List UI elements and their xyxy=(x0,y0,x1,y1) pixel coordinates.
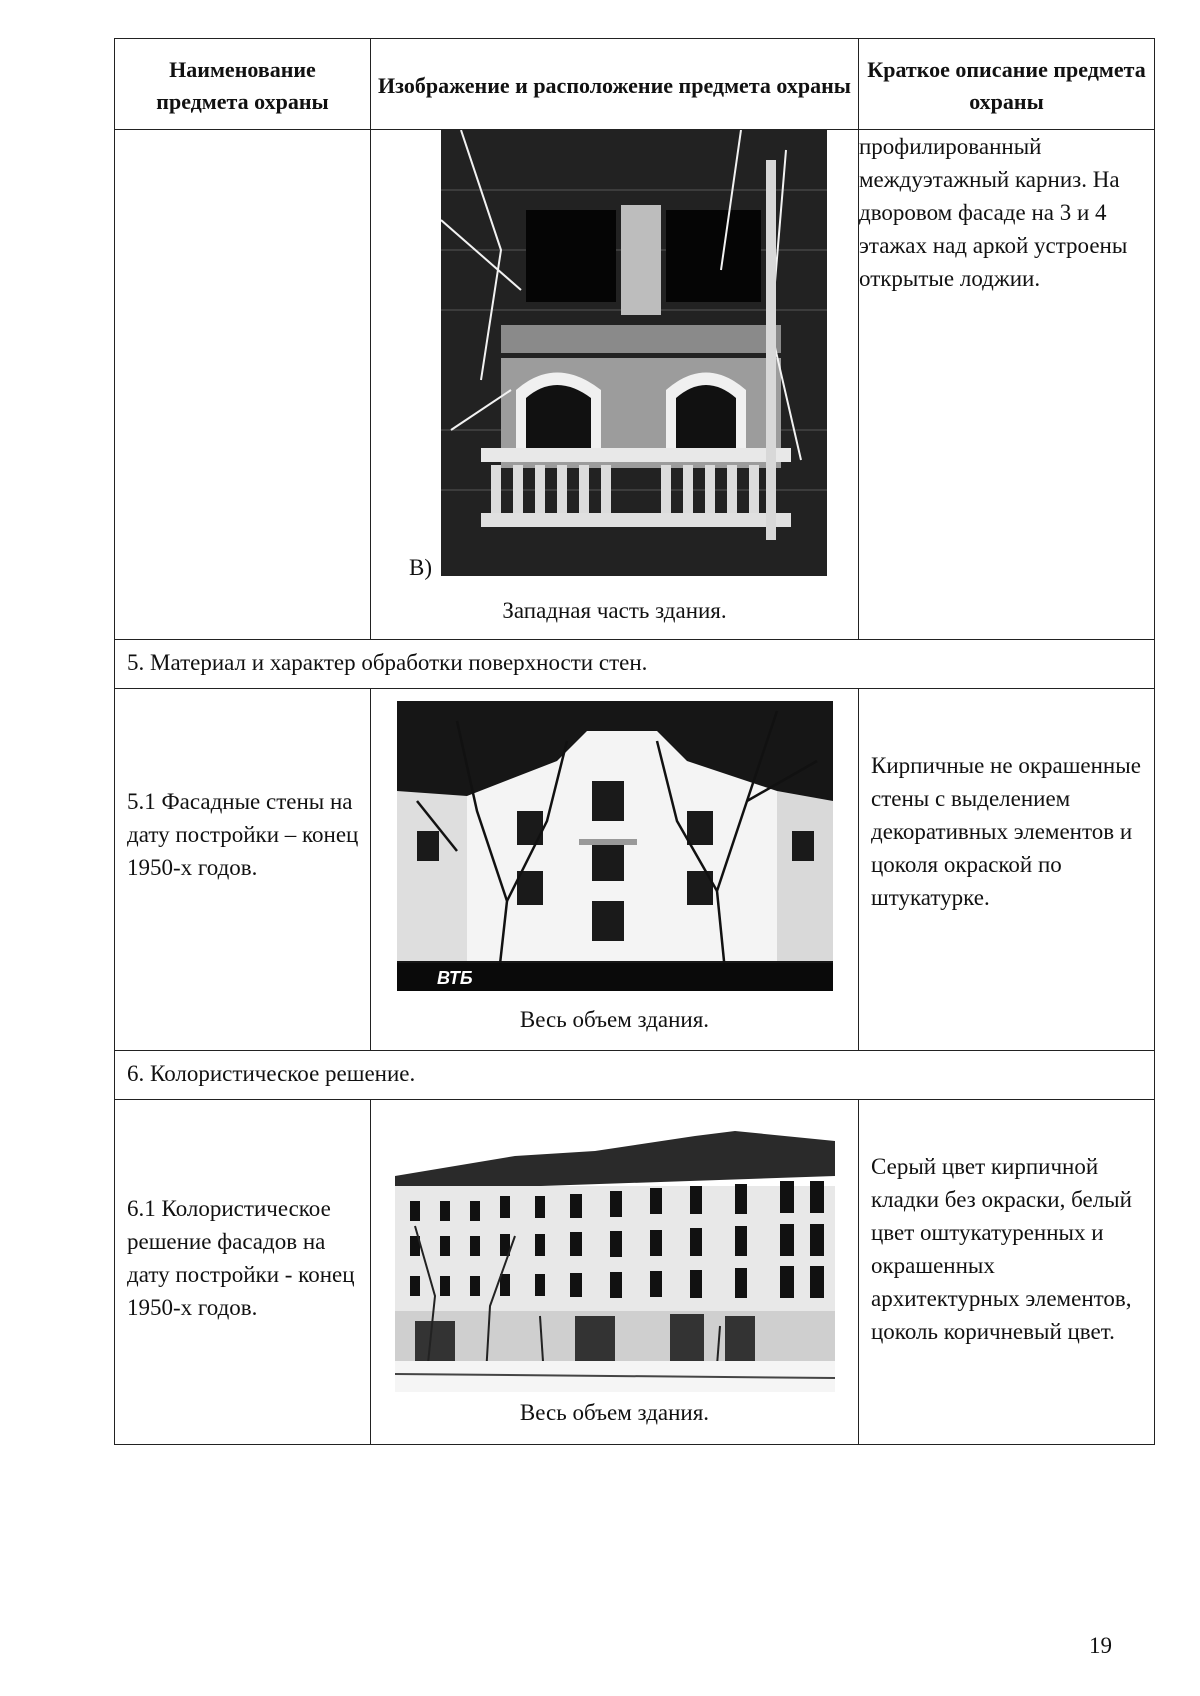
building-facade-photo: ВТБ xyxy=(397,701,833,991)
photo-caption: Весь объем здания. xyxy=(519,1400,710,1425)
image-cell: ВТБ Весь объем здания. xyxy=(370,688,859,1051)
item-description: Кирпичные не окрашенные стены с выделени… xyxy=(871,753,1141,910)
header-name: Наименование предмета охраны xyxy=(114,38,371,130)
protection-table: Наименование предмета охраны Изображение… xyxy=(114,38,1155,1445)
description-cell: Серый цвет кирпичной кладки без окраски,… xyxy=(858,1099,1155,1445)
header-description: Краткое описание предмета охраны xyxy=(858,38,1155,130)
item-description: Серый цвет кирпичной кладки без окраски,… xyxy=(871,1154,1132,1344)
street-view-photo xyxy=(395,1116,835,1392)
table-header-row: Наименование предмета охраны Изображение… xyxy=(114,38,1155,130)
section-heading-row: 5. Материал и характер обработки поверхн… xyxy=(114,639,1155,689)
name-cell: 6.1 Колористическое решение фасадов на д… xyxy=(114,1099,371,1445)
table-row: 5.1 Фасадные стены на дату постройки – к… xyxy=(114,688,1155,1051)
section-5-title: 5. Материал и характер обработки поверхн… xyxy=(114,639,1155,689)
header-image: Изображение и расположение предмета охра… xyxy=(370,38,859,130)
table-row: 6.1 Колористическое решение фасадов на д… xyxy=(114,1099,1155,1445)
section-heading-row: 6. Колористическое решение. xyxy=(114,1050,1155,1100)
table-row: В) xyxy=(114,129,1155,640)
description-cell: профилированный междуэтажный карниз. На … xyxy=(858,129,1155,640)
image-cell: Весь объем здания. xyxy=(370,1099,859,1445)
building-west-photo xyxy=(441,130,827,576)
name-cell: 5.1 Фасадные стены на дату постройки – к… xyxy=(114,688,371,1051)
description-cell: Кирпичные не окрашенные стены с выделени… xyxy=(858,688,1155,1051)
item-name: 5.1 Фасадные стены на дату постройки – к… xyxy=(127,789,359,880)
photo-caption: Весь объем здания. xyxy=(519,1007,710,1032)
section-6-title: 6. Колористическое решение. xyxy=(114,1050,1155,1100)
image-cell: В) xyxy=(370,129,859,640)
page-number: 19 xyxy=(1089,1633,1112,1658)
item-name: 6.1 Колористическое решение фасадов на д… xyxy=(127,1196,355,1320)
empty-name-cell xyxy=(114,129,371,640)
photo-label: В) xyxy=(409,555,432,580)
shop-sign-text: ВТБ xyxy=(437,968,473,988)
photo-caption: Западная часть здания. xyxy=(502,598,727,623)
